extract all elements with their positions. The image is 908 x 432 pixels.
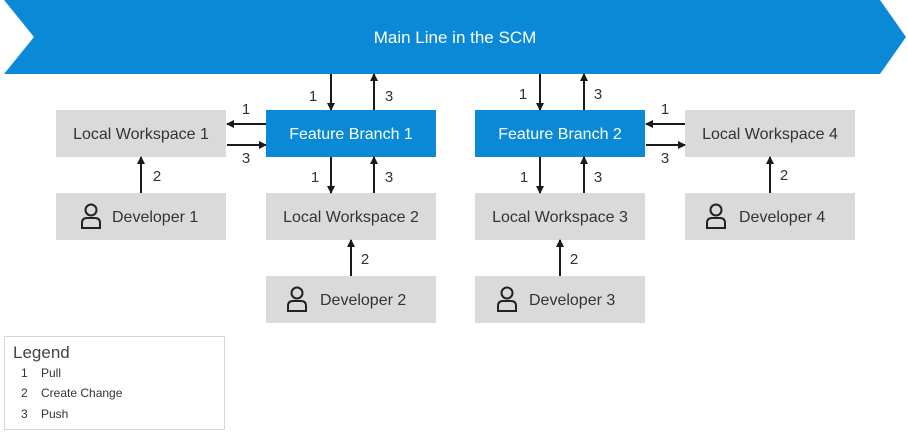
feature-branch-2-box[interactable]: [475, 110, 645, 157]
local-workspace-3-label: Local Workspace 3: [492, 209, 628, 226]
person-icon: [497, 286, 517, 312]
push-arrow-label: 3: [385, 88, 393, 105]
feature-branch-1-box[interactable]: [266, 110, 436, 157]
local-workspace-4-box[interactable]: [685, 110, 855, 157]
feature-branch-1-label: Feature Branch 1: [289, 126, 413, 143]
push-arrow-label: 3: [594, 86, 602, 103]
pull-arrow-label: 1: [242, 101, 250, 118]
create-change-arrow-label: 2: [361, 251, 369, 268]
legend-item-push: 3 Push: [21, 407, 68, 421]
legend-item-label: Create Change: [41, 386, 123, 400]
developer-2-node[interactable]: Developer 2: [266, 276, 436, 323]
pull-arrow-label: 1: [309, 88, 317, 105]
pull-arrow-label: 1: [520, 169, 528, 186]
legend-item-pull: 1 Pull: [21, 366, 61, 380]
developer-3-label: Developer 3: [529, 292, 615, 309]
pull-arrow-label: 1: [311, 169, 319, 186]
person-icon: [81, 203, 101, 229]
local-workspace-1-box[interactable]: [56, 110, 226, 157]
create-change-arrow-label: 2: [780, 167, 788, 184]
local-workspace-3-box[interactable]: [475, 193, 645, 240]
developer-3-node[interactable]: Developer 3: [475, 276, 645, 323]
local-workspace-4-label: Local Workspace 4: [702, 126, 838, 143]
developer-4-node[interactable]: Developer 4: [685, 193, 855, 240]
local-workspace-2-label: Local Workspace 2: [283, 209, 419, 226]
create-change-arrow-label: 2: [153, 168, 161, 185]
legend-item-label: Push: [41, 407, 69, 421]
person-icon: [706, 203, 726, 229]
main-line-banner: [4, 0, 906, 74]
local-workspace-2-box[interactable]: [266, 193, 436, 240]
push-arrow-label: 3: [242, 150, 250, 167]
legend-item-number: 1: [21, 366, 28, 380]
developer-1-node[interactable]: Developer 1: [56, 193, 226, 240]
legend-item-number: 3: [21, 407, 28, 421]
legend-item-number: 2: [21, 386, 28, 400]
pull-arrow-label: 1: [661, 101, 669, 118]
push-arrow-label: 3: [385, 169, 393, 186]
legend-item-label: Pull: [41, 366, 62, 380]
developer-4-label: Developer 4: [739, 209, 825, 226]
developer-1-label: Developer 1: [112, 209, 198, 226]
person-icon: [287, 286, 307, 312]
create-change-arrow-label: 2: [570, 251, 578, 268]
main-line-label: Main Line in the SCM: [374, 28, 537, 47]
legend: Legend 1 Pull 2 Create Change 3 Push: [4, 336, 225, 430]
local-workspace-1-label: Local Workspace 1: [73, 126, 209, 143]
push-arrow-label: 3: [594, 169, 602, 186]
developer-2-label: Developer 2: [320, 292, 406, 309]
legend-title: Legend: [13, 343, 70, 362]
feature-branch-2-label: Feature Branch 2: [498, 126, 622, 143]
push-arrow-label: 3: [661, 150, 669, 167]
pull-arrow-label: 1: [519, 86, 527, 103]
legend-item-create-change: 2 Create Change: [21, 386, 122, 400]
